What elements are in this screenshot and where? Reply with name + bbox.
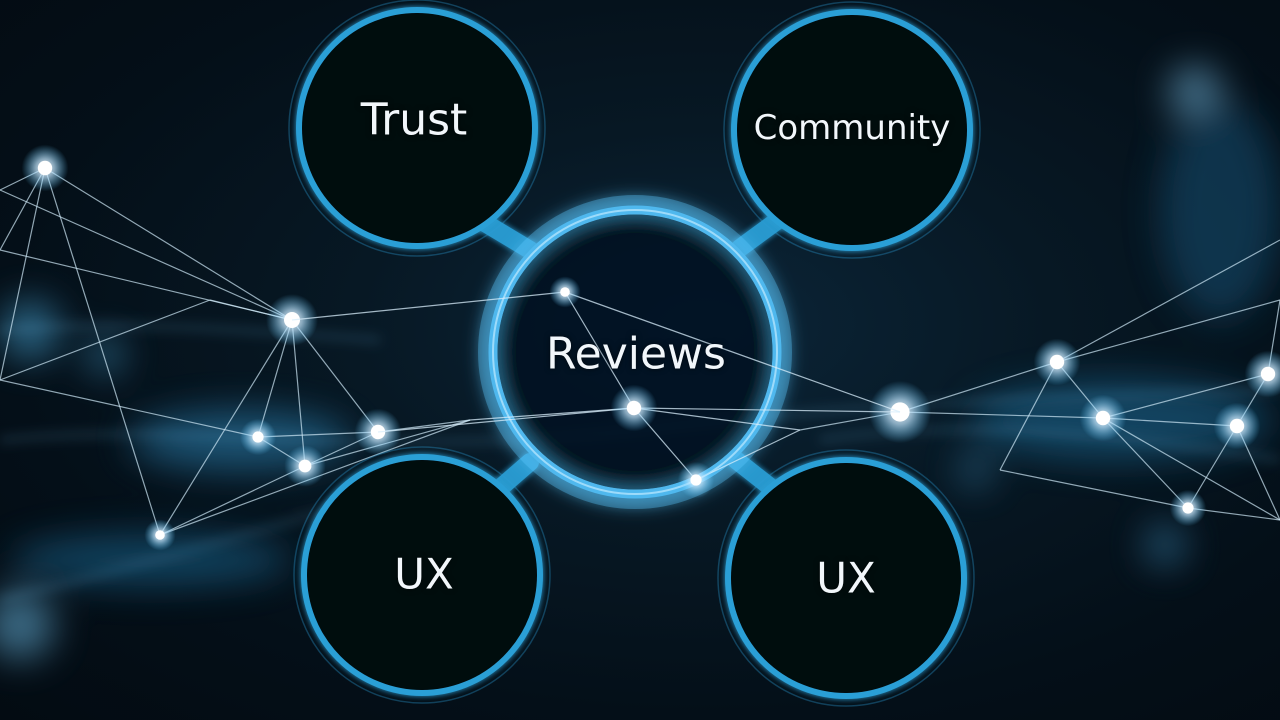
network-node-13 — [690, 474, 702, 486]
network-node-4 — [626, 400, 642, 416]
network-line-front-5 — [377, 407, 635, 433]
network-line-35 — [999, 469, 1189, 509]
network-line-10 — [159, 319, 293, 536]
network-line-front-6 — [633, 407, 801, 431]
network-line-4 — [0, 167, 46, 381]
network-line-22 — [899, 411, 1104, 419]
network-line-24 — [1056, 239, 1280, 363]
satellite-label-community: Community — [753, 108, 951, 148]
network-line-5 — [0, 189, 293, 321]
network-line-front-1 — [633, 407, 901, 413]
network-line-17 — [0, 379, 259, 438]
satellite-ux-right — [717, 449, 975, 707]
network-line-37 — [1102, 417, 1280, 521]
network-line-front-7 — [695, 429, 801, 481]
network-line-12 — [0, 299, 211, 381]
network-line-0 — [44, 167, 293, 321]
network-line-3 — [44, 167, 161, 536]
network-node-8 — [1229, 418, 1245, 434]
satellite-label-ux-left: UX — [394, 549, 454, 599]
network-node-7 — [1095, 410, 1111, 426]
network-node-3 — [298, 459, 312, 473]
network-node-6 — [1049, 354, 1065, 370]
satellite-ux-left — [293, 446, 551, 704]
satellite-community — [723, 1, 981, 259]
network-line-front-4 — [291, 291, 566, 321]
network-node-12 — [1182, 502, 1194, 514]
network-node-10 — [155, 530, 165, 540]
network-node-9 — [1260, 366, 1276, 382]
network-line-14 — [159, 465, 306, 536]
network-line-front-8 — [564, 291, 901, 413]
network-nodes-front — [549, 276, 715, 499]
satellite-label-ux-right: UX — [816, 553, 876, 603]
network-node-14 — [560, 287, 570, 297]
network-node-11 — [252, 431, 264, 443]
satellite-label-trust: Trust — [360, 94, 468, 146]
network-line-25 — [1056, 299, 1280, 363]
satellite-trust — [288, 0, 546, 257]
network-node-0 — [37, 160, 53, 176]
center-label: Reviews — [546, 328, 726, 380]
network-line-27 — [1102, 373, 1269, 419]
